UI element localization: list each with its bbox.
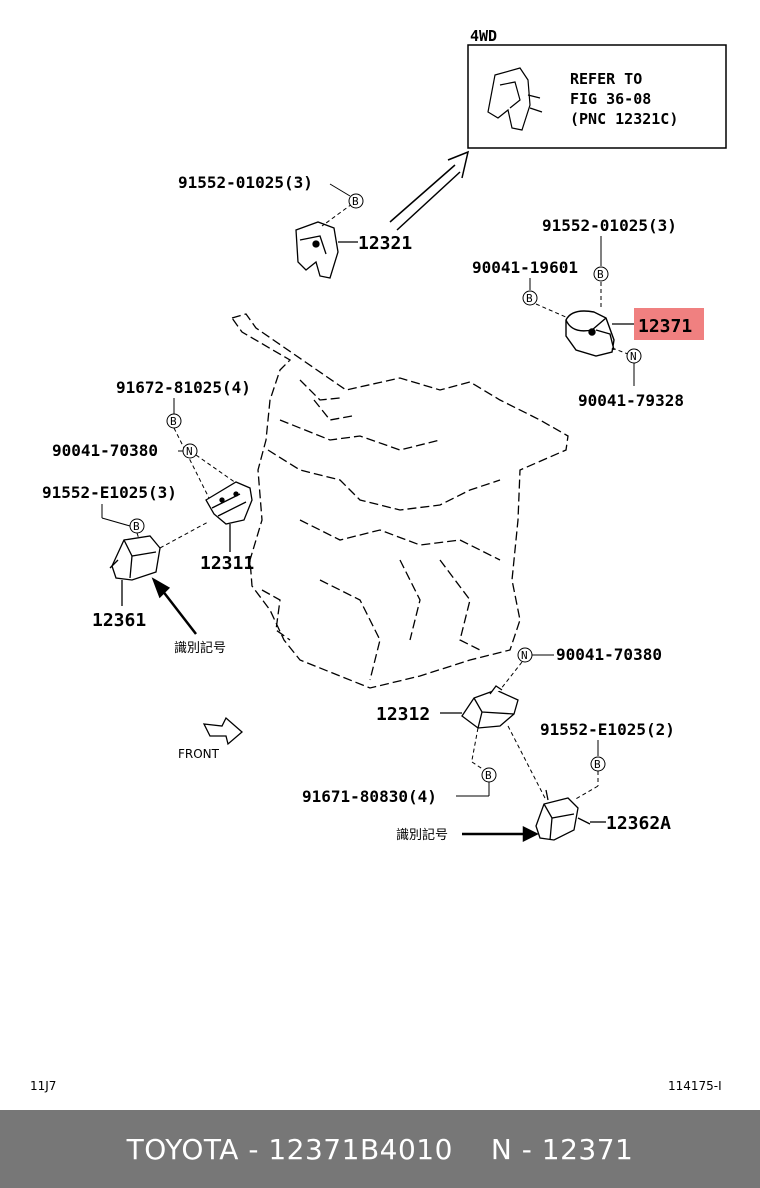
bolt-icon: B	[522, 290, 538, 306]
fastener-90041-70380-left[interactable]: 90041-70380	[52, 441, 158, 460]
id-mark-label-right: 識別記号	[396, 827, 448, 843]
nut-icon: N	[182, 443, 198, 459]
bolt-icon: B	[129, 518, 145, 534]
part-12371-shape	[565, 310, 615, 357]
fastener-90041-79328[interactable]: 90041-79328	[578, 391, 684, 410]
fastener-91671-80830[interactable]: 91671-80830(4)	[302, 787, 437, 806]
refbox-line3: (PNC 12321C)	[570, 110, 678, 128]
bracket-thumbnail	[487, 67, 543, 131]
parts-diagram: 4WD REFER TO FIG 36-08 (PNC 12321C) 1232…	[30, 27, 727, 1093]
part-12311-label[interactable]: 12311	[200, 553, 254, 574]
part-12311-shape	[205, 481, 253, 525]
svg-text:N: N	[521, 649, 528, 662]
part-12312-shape	[461, 685, 519, 729]
highlight-12371	[634, 308, 704, 340]
part-12361-shape	[109, 535, 161, 581]
fastener-91552-E1025-left[interactable]: 91552-E1025(3)	[42, 483, 177, 502]
svg-text:B: B	[526, 292, 533, 305]
fastener-91552-01025-right[interactable]: 91552-01025(3)	[542, 216, 677, 235]
fastener-91552-E1025-right[interactable]: 91552-E1025(2)	[540, 720, 675, 739]
part-12321-shape	[295, 221, 339, 279]
reference-box: 4WD REFER TO FIG 36-08 (PNC 12321C)	[467, 27, 727, 149]
bolt-icon: B	[593, 266, 609, 282]
part-12362A-shape	[535, 789, 591, 841]
fastener-91552-01025-top-left[interactable]: 91552-01025(3)	[178, 173, 313, 192]
svg-text:N: N	[630, 350, 637, 363]
svg-text:N: N	[186, 445, 193, 458]
part-12362A-label[interactable]: 12362A	[606, 813, 671, 834]
svg-text:B: B	[485, 769, 492, 782]
part-12312-label[interactable]: 12312	[376, 704, 430, 725]
part-12371-label[interactable]: 12371	[638, 316, 692, 337]
fastener-90041-19601[interactable]: 90041-19601	[472, 258, 578, 277]
refbox-line2: FIG 36-08	[570, 90, 651, 108]
bolt-icon: B	[166, 413, 182, 429]
engine-block-outline	[230, 313, 569, 689]
footer-bar: TOYOTA - 12371B4010 N - 12371	[0, 1110, 760, 1188]
svg-text:B: B	[594, 758, 601, 771]
bolt-icon: B	[590, 756, 606, 772]
footer-pnc: N - 12371	[490, 1132, 634, 1166]
footer-part-number: TOYOTA - 12371B4010	[126, 1132, 453, 1166]
part-12361-label[interactable]: 12361	[92, 610, 146, 631]
svg-text:B: B	[352, 195, 359, 208]
refbox-line1: REFER TO	[570, 70, 642, 88]
svg-text:B: B	[133, 520, 140, 533]
reference-arrow	[389, 150, 470, 231]
svg-text:B: B	[597, 268, 604, 281]
bolt-icon: B	[481, 767, 497, 783]
corner-code-right: 114175-I	[668, 1079, 722, 1093]
id-mark-arrow-right	[462, 825, 539, 843]
svg-text:B: B	[170, 415, 177, 428]
nut-icon: N	[517, 647, 533, 663]
front-arrow-icon	[202, 716, 243, 746]
corner-code-left: 11J7	[30, 1079, 56, 1093]
fastener-91672-81025[interactable]: 91672-81025(4)	[116, 378, 251, 397]
part-12321-label[interactable]: 12321	[358, 233, 412, 254]
bolt-icon: B	[348, 193, 364, 209]
fastener-90041-70380-right[interactable]: 90041-70380	[556, 645, 662, 664]
front-label: FRONT	[178, 747, 220, 761]
id-mark-arrow-left	[151, 577, 197, 635]
refbox-tag: 4WD	[470, 27, 497, 45]
nut-icon: N	[626, 348, 642, 364]
id-mark-label-left: 識別記号	[174, 640, 226, 656]
